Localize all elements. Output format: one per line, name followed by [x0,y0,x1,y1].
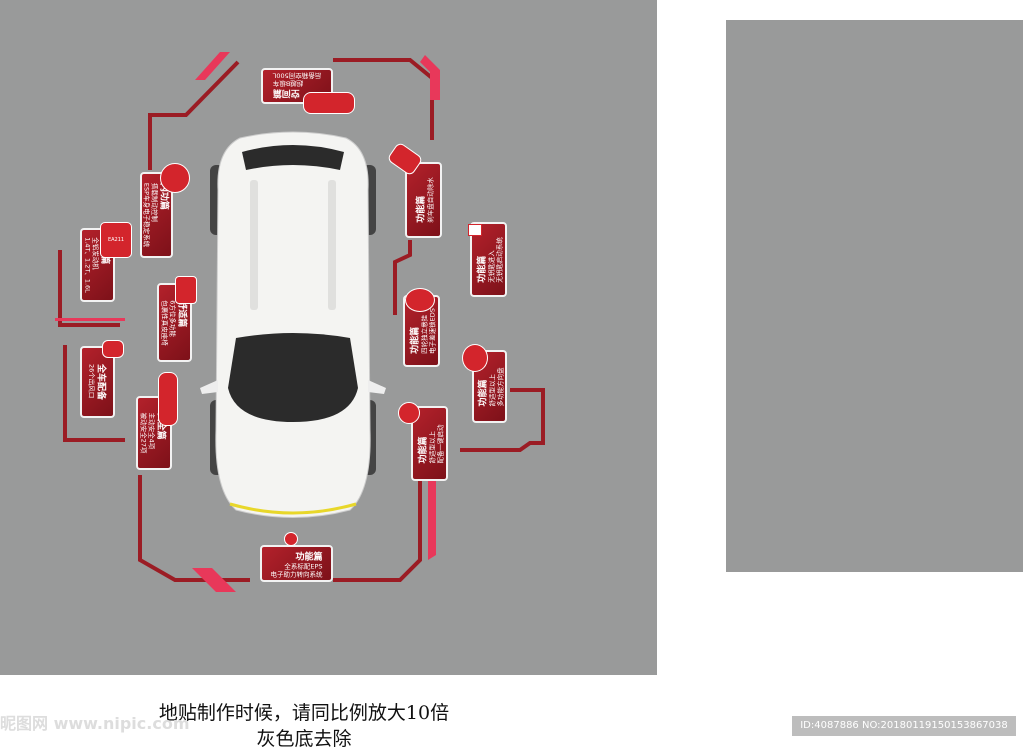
line-right-1 [393,240,412,315]
card-brake-water: 功能篇 刹车盘自动除水 [405,162,442,238]
air-vent-icon [102,340,124,358]
decor-lines [55,52,545,592]
image-id-label: ID:4087886 NO:20180119150153867038 [792,716,1016,736]
steering-icon [284,532,298,546]
line-top-left [148,60,240,170]
pink-accent-1 [195,52,230,80]
card-steering-wheel: 功能篇 舒适型以上 多功能方向盘 [472,350,507,423]
gray-panel [726,20,1023,572]
card-space: 空间篇 超越B级车 后备箱空间500L [261,68,333,104]
start-button-icon [398,402,420,424]
line-left-2 [63,345,125,442]
line-right-2 [460,388,545,452]
engine-icon: EA211 [100,222,132,258]
watermark: 昵图网 www.nipic.com [0,714,190,733]
pink-accent-4 [428,480,436,560]
brake-disc-icon [160,163,190,193]
card-title: 空间篇 [272,87,300,98]
pink-accent-5 [55,318,125,321]
pink-accent-3 [192,568,236,592]
suspension-icon [405,288,435,312]
seat-icon [175,276,197,304]
car-side-icon [158,372,178,426]
card-air-vents: 全车配备 26个出风口 [80,346,115,418]
car-top-view [200,130,386,522]
line-top-right [333,58,434,140]
steering-wheel-icon [462,344,488,372]
line-left [58,250,120,327]
line-bottom-right [333,480,422,582]
red-car-icon [303,92,355,114]
lock-icon [468,224,482,236]
pink-accent-2 [420,55,440,100]
production-note: 地贴制作时候，请同比例放大10倍 灰色底去除 [158,702,450,750]
card-eps: 功能篇 全系标配EPS 电子助力转向系统 [260,545,333,582]
